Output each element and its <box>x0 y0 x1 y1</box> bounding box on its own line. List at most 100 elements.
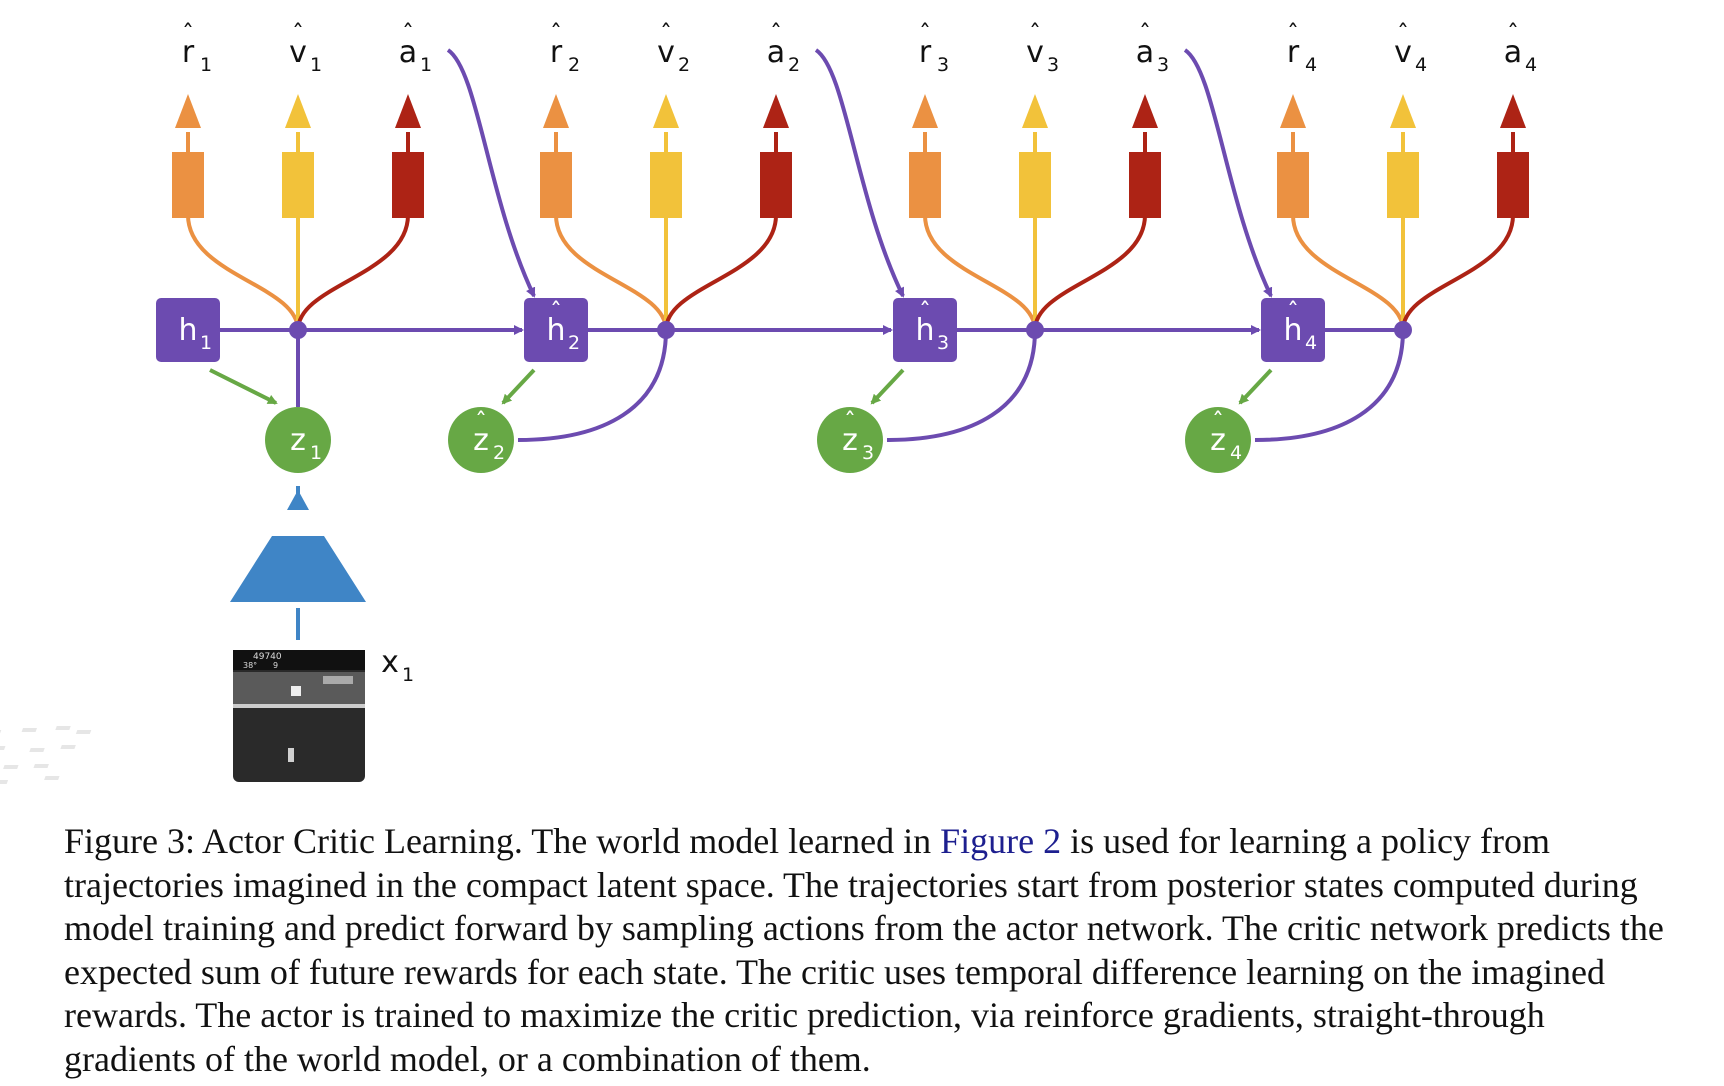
label-a-hat-4-sub: 4 <box>1525 54 1537 76</box>
label-v-hat-1-hat: ˆ <box>292 20 304 48</box>
label-a-hat-1-text: a <box>399 35 417 70</box>
head-box-r-4 <box>1277 152 1309 218</box>
frame-ice-floe-11 <box>0 780 9 784</box>
h-node-1 <box>156 298 220 362</box>
label-h-4: hˆ4 <box>1283 298 1317 354</box>
label-v-hat-2-sub: 2 <box>678 54 690 76</box>
head-box-v-2 <box>650 152 682 218</box>
label-a-hat-3-hat: ˆ <box>1139 20 1151 48</box>
label-r-hat-1: rˆ1 <box>182 20 212 76</box>
arrow-icon-r-3 <box>912 94 938 128</box>
label-v-hat-2-text: v <box>657 35 675 70</box>
label-r-hat-2-sub: 2 <box>568 54 580 76</box>
label-h-3: hˆ3 <box>915 298 949 354</box>
label-a-hat-2: aˆ2 <box>767 20 800 76</box>
label-r-hat-3-sub: 3 <box>937 54 949 76</box>
arrow-icon-v-1 <box>285 94 311 128</box>
label-r-hat-2: rˆ2 <box>550 20 580 76</box>
label-observation-text: x <box>381 645 399 680</box>
label-z-4-hat: ˆ <box>1212 408 1224 436</box>
label-v-hat-1-sub: 1 <box>310 54 322 76</box>
arrow-icon-a-3 <box>1132 94 1158 128</box>
head-link-r-2 <box>554 214 668 331</box>
head-box-a-1 <box>392 152 424 218</box>
head-link-r-4 <box>1291 214 1405 331</box>
label-v-hat-2: vˆ2 <box>657 20 690 76</box>
label-a-hat-1: aˆ1 <box>399 20 432 76</box>
label-r-hat-4-sub: 4 <box>1305 54 1317 76</box>
h-node-2 <box>524 298 588 362</box>
caption-body: is used for learning a policy from traje… <box>64 821 1664 1079</box>
label-r-hat-2-text: r <box>550 35 563 70</box>
junction-node-4 <box>1394 321 1412 339</box>
action-feedback-arrow-2 <box>814 48 905 298</box>
prior-arrow-3 <box>870 368 905 405</box>
label-a-hat-4-text: a <box>1504 35 1522 70</box>
frame-hud-right: 9 <box>273 661 278 670</box>
z-node-2 <box>448 407 514 473</box>
head-box-a-3 <box>1129 152 1161 218</box>
prior-arrow-4 <box>1238 368 1273 405</box>
frame-block <box>323 676 353 684</box>
label-h-4-text: h <box>1283 313 1302 348</box>
label-h-2-text: h <box>546 313 565 348</box>
label-z-4: zˆ4 <box>1210 408 1242 464</box>
label-v-hat-1-text: v <box>289 35 307 70</box>
z-to-node-3 <box>886 329 1037 442</box>
label-a-hat-2-hat: ˆ <box>770 20 782 48</box>
label-h-3-text: h <box>915 313 934 348</box>
label-observation-sub: 1 <box>402 664 414 686</box>
frame-score: 49740 <box>253 652 282 662</box>
label-z-1-sub: 1 <box>310 442 322 464</box>
prior-arrow-1 <box>209 368 278 405</box>
z-node-4 <box>1185 407 1251 473</box>
arrow-icon-r-2 <box>543 94 569 128</box>
figure-2-link[interactable]: Figure 2 <box>940 821 1062 861</box>
head-link-a-3 <box>1033 214 1147 331</box>
frame-ice-floe-9 <box>33 764 49 768</box>
head-link-a-1 <box>296 214 410 331</box>
label-h-4-sub: 4 <box>1305 332 1317 354</box>
label-a-hat-4-hat: ˆ <box>1507 20 1519 48</box>
label-v-hat-3-hat: ˆ <box>1029 20 1041 48</box>
head-link-r-3 <box>923 214 1037 331</box>
frame-ice-floe-3 <box>55 726 71 730</box>
label-h-3-sub: 3 <box>937 332 949 354</box>
label-a-hat-2-text: a <box>767 35 785 70</box>
label-h-1-sub: 1 <box>200 332 212 354</box>
h-node-3 <box>893 298 957 362</box>
label-z-4-text: z <box>1210 423 1226 458</box>
label-v-hat-2-hat: ˆ <box>660 20 672 48</box>
junction-node-1 <box>289 321 307 339</box>
label-v-hat-3-text: v <box>1026 35 1044 70</box>
label-a-hat-3-text: a <box>1136 35 1154 70</box>
frame-shore <box>233 704 365 708</box>
label-h-2-sub: 2 <box>568 332 580 354</box>
arrow-icon-r-4 <box>1280 94 1306 128</box>
junction-node-2 <box>657 321 675 339</box>
frame-ice-floe-12 <box>44 776 60 780</box>
label-z-3-hat: ˆ <box>844 408 856 436</box>
frame-ice-floe-4 <box>75 730 92 734</box>
frame-ice-floe-6 <box>29 748 45 752</box>
frame-ice-floe-2 <box>21 728 38 732</box>
label-h-1-text: h <box>178 313 197 348</box>
label-r-hat-1-text: r <box>182 35 195 70</box>
label-a-hat-2-sub: 2 <box>788 54 800 76</box>
frame-ice-floe-5 <box>0 746 6 750</box>
head-link-r-1 <box>186 214 300 331</box>
label-r-hat-3: rˆ3 <box>919 20 949 76</box>
head-box-r-3 <box>909 152 941 218</box>
label-z-1-text: z <box>290 423 306 458</box>
prior-arrow-2 <box>501 368 536 405</box>
frame-bear <box>291 686 301 696</box>
z-to-node-4 <box>1254 329 1405 442</box>
frame-ice-floe-8 <box>3 765 19 769</box>
z-to-node-2 <box>517 329 668 442</box>
encoder-arrow-icon <box>287 490 309 510</box>
label-a-hat-3: aˆ3 <box>1136 20 1169 76</box>
junction-node-3 <box>1026 321 1044 339</box>
